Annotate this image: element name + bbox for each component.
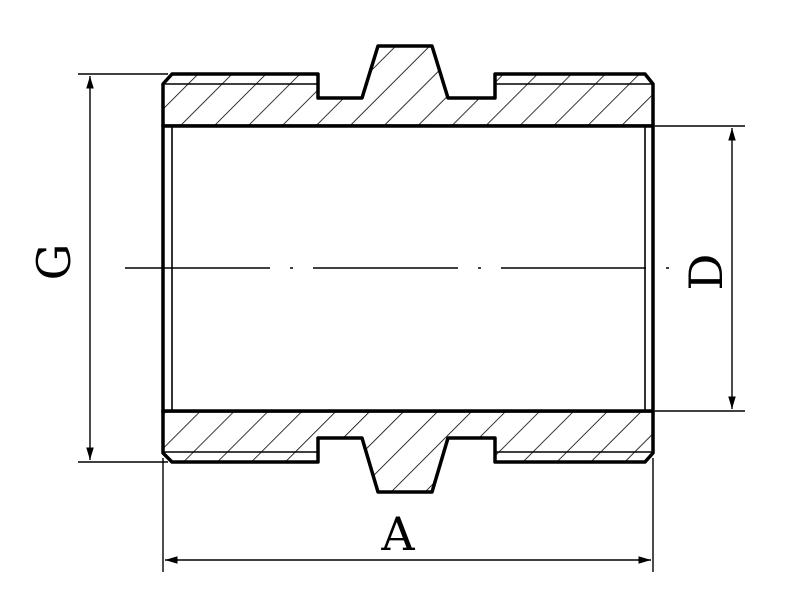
lower-wall-hatch (161, 409, 655, 494)
upper-wall-section (161, 44, 655, 128)
label-d: D (679, 254, 733, 291)
dimension-g: G (27, 73, 168, 463)
upper-wall-hatch (161, 44, 655, 128)
dimension-a: A (162, 458, 654, 572)
lower-wall-section (161, 409, 655, 494)
dimension-d: D (655, 125, 745, 412)
label-a: A (380, 507, 415, 561)
label-g: G (27, 244, 81, 281)
